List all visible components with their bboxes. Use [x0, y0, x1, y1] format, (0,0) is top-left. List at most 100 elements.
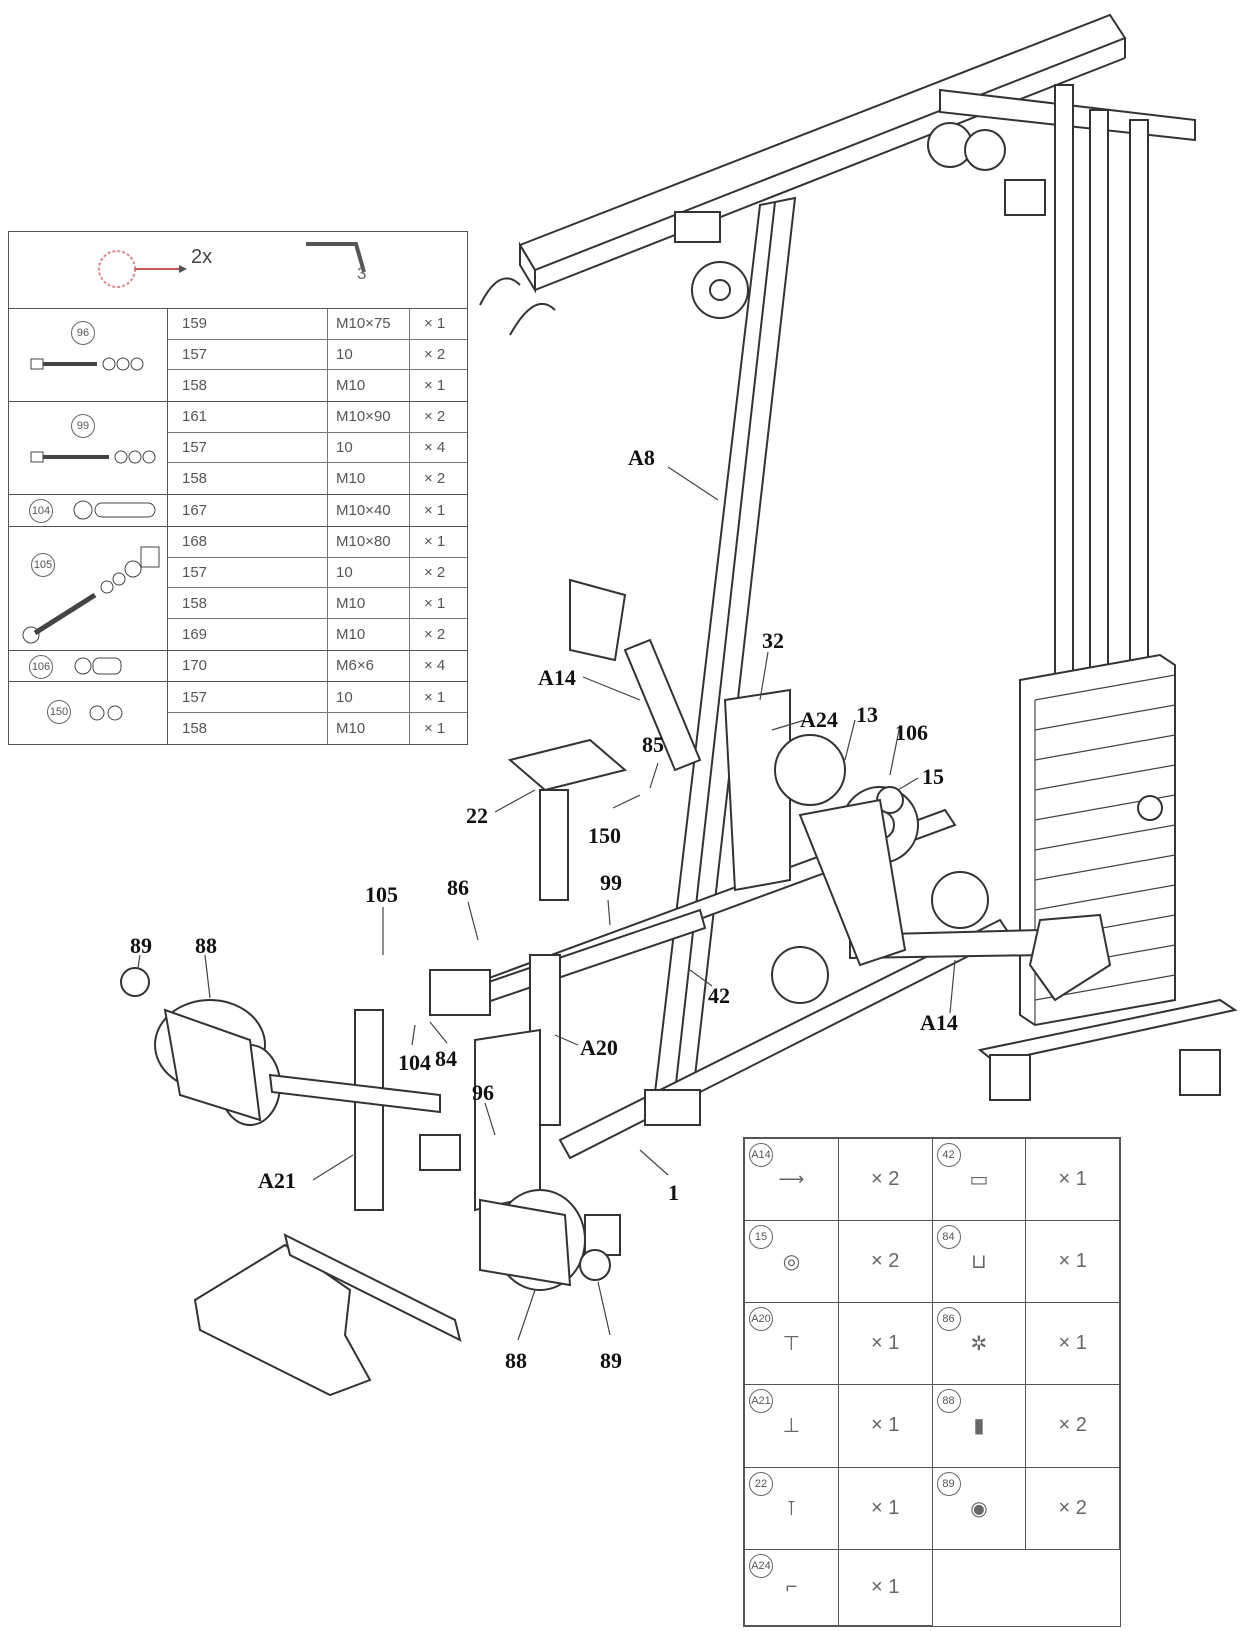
washer-nut-icon: [89, 705, 123, 721]
empty-cell: [1026, 1549, 1120, 1625]
press-arms: [569, 578, 1112, 1004]
leg-lever-icon: ⊥: [782, 1415, 801, 1438]
part-qty: × 2: [424, 563, 446, 581]
hw-group-96-image: 96: [9, 309, 168, 402]
part-qty: × 2: [424, 408, 446, 426]
top-boom: [479, 13, 1127, 336]
label-84: 84: [435, 1046, 457, 1071]
part-cell-a20: A20 ⊤: [744, 1302, 839, 1386]
bracket-icon: ⌐: [785, 1575, 798, 1598]
part-size: M10: [328, 463, 410, 495]
seat-post-icon: ⊺: [786, 1497, 797, 1520]
part-qty: × 1: [1025, 1220, 1120, 1304]
part-qty: × 1: [837, 1548, 933, 1627]
part-number: 161: [168, 402, 328, 432]
knob-icon: ✲: [970, 1333, 988, 1356]
parts-row: 22⊺ × 1 89◉ × 2: [744, 1466, 1120, 1550]
part-qty: × 2: [1025, 1466, 1120, 1550]
label-88-left: 88: [195, 933, 217, 958]
part-qty: × 4: [424, 657, 446, 675]
part-size: 10: [328, 682, 410, 712]
label-a14-bottom: A14: [920, 1010, 958, 1035]
part-cell-22: 22 ⊺: [744, 1466, 839, 1550]
part-size: M10×80: [328, 526, 410, 557]
foam-roller-icon: ▮: [973, 1415, 985, 1438]
part-cell-88: 88▮: [931, 1384, 1027, 1468]
label-99: 99: [600, 870, 622, 895]
part-cell-a14: A14⟶: [744, 1137, 839, 1222]
part-qty: × 1: [837, 1384, 933, 1468]
parts-row: A21 ⊥ × 1 88▮ × 2: [744, 1384, 1120, 1468]
part-id: 22: [749, 1471, 773, 1496]
plate-icon: ▭: [969, 1169, 989, 1192]
label-150: 150: [588, 823, 621, 848]
part-number: 158: [168, 370, 328, 402]
pivot-bolt-set-icon: [22, 546, 160, 644]
part-size: M10×75: [328, 309, 410, 339]
part-size: M10×90: [328, 402, 410, 432]
part-qty: × 1: [1025, 1302, 1120, 1386]
leg-frame-icon: ⊤: [782, 1333, 801, 1356]
part-cell-89: 89◉: [931, 1466, 1027, 1550]
upright-a8: [650, 196, 797, 1122]
label-15: 15: [922, 764, 944, 789]
label-a20: A20: [580, 1035, 618, 1060]
press-arm-icon: ⟶: [778, 1169, 805, 1190]
label-89-bottom: 89: [600, 1348, 622, 1373]
hw-group-106-image: 106: [9, 650, 168, 682]
hw-group-106-id: 106: [29, 654, 53, 679]
part-number: 157: [168, 557, 328, 588]
label-a24: A24: [800, 707, 838, 732]
part-size: 10: [328, 432, 410, 463]
part-size: M6×6: [328, 650, 410, 682]
label-85: 85: [642, 732, 664, 757]
part-id: 86: [936, 1307, 961, 1332]
part-id: A21: [749, 1389, 773, 1414]
hw-group-96-id: 96: [71, 321, 95, 345]
part-cell-a24: A24⌐: [744, 1548, 839, 1627]
part-id: A14: [749, 1143, 773, 1167]
part-number: 170: [168, 650, 328, 682]
part-number: 157: [168, 339, 328, 370]
set-screw-icon: [74, 657, 122, 675]
label-a21: A21: [258, 1168, 296, 1193]
part-qty: × 4: [424, 439, 446, 457]
label-a14-top: A14: [538, 665, 576, 690]
label-a8: A8: [628, 445, 655, 470]
part-id: 42: [936, 1143, 961, 1167]
hw-group-99-id: 99: [71, 414, 95, 439]
hw-group-150-image: 150: [9, 682, 168, 744]
label-1: 1: [668, 1180, 679, 1205]
bolt-set-icon: [30, 450, 156, 464]
part-cell-84: 84⊔: [931, 1220, 1027, 1304]
part-number: 159: [168, 309, 328, 339]
bit-icon: [98, 250, 187, 288]
leg-extension: [120, 908, 707, 1397]
part-qty: × 2: [424, 470, 446, 488]
part-cell-86: 86 ✲: [931, 1302, 1027, 1386]
part-size: M10: [328, 618, 410, 650]
part-id: 15: [749, 1225, 773, 1250]
parts-row: 15◎ × 2 84⊔ × 1: [744, 1220, 1120, 1304]
part-size: M10: [328, 588, 410, 618]
part-qty: × 2: [424, 346, 446, 364]
part-id: A20: [749, 1307, 773, 1332]
part-qty: × 2: [1025, 1384, 1120, 1468]
part-id: 89: [936, 1471, 961, 1496]
label-88-bottom: 88: [505, 1348, 527, 1373]
part-qty: × 1: [424, 377, 446, 395]
part-size: 10: [328, 557, 410, 588]
